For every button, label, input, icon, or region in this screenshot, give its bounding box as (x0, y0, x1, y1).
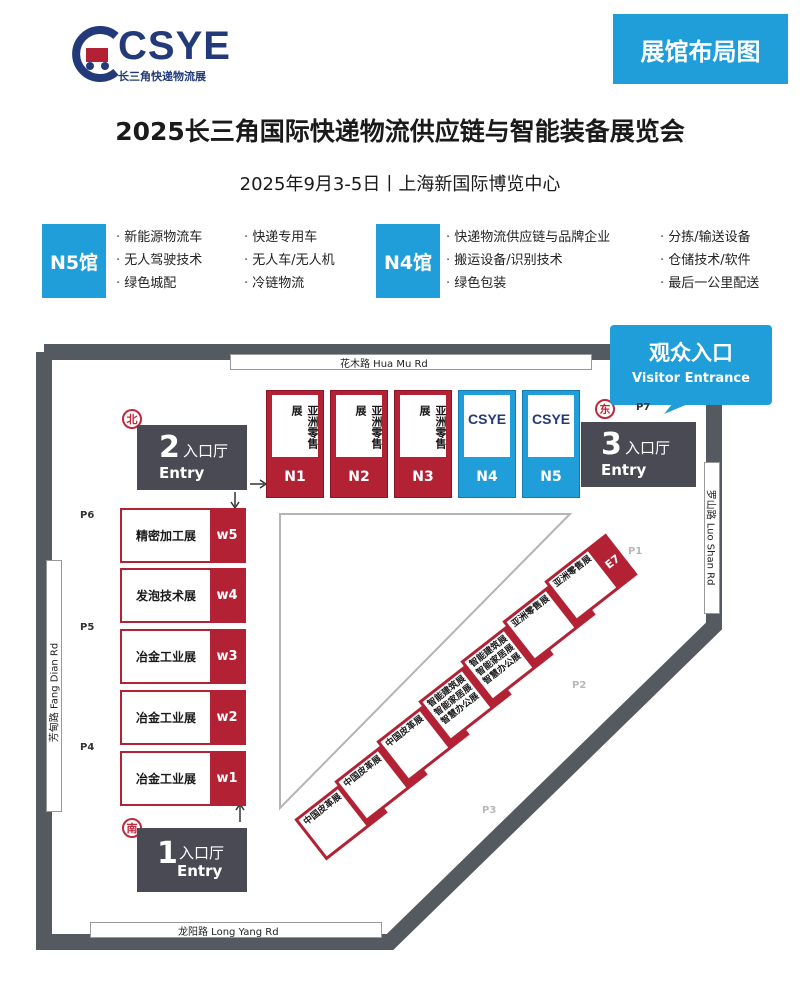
booth-label: 冶金工业展 (136, 772, 197, 786)
booth-logo: CSYE (532, 411, 571, 427)
entrance-2[interactable]: 2 入口厅 Entry (137, 425, 247, 490)
layout-badge: 展馆布局图 (613, 14, 788, 84)
road-south-label: 龙阳路 Long Yang Rd (178, 927, 279, 938)
parking-p1: P1 (628, 546, 643, 557)
booth-logo: CSYE (468, 411, 507, 427)
hall-n5-category: 无人驾驶技术 (116, 249, 202, 272)
entrance-en-label: Entry (177, 862, 223, 880)
entrance-en-label: Entry (601, 461, 647, 479)
booth-n5[interactable]: CSYE N5 (522, 390, 580, 498)
booth-code: w5 (210, 510, 244, 561)
entrance-1[interactable]: 1 入口厅 Entry (137, 828, 247, 892)
hall-n5-badge: N5馆 (42, 224, 106, 298)
hall-n5-category: 快递专用车 (244, 226, 317, 249)
hall-n5-category: 绿色城配 (116, 272, 176, 295)
booth-w3[interactable]: 冶金工业展 w3 (120, 629, 246, 684)
booth-label: 亚洲零售展 (354, 405, 383, 449)
direction-north-marker: 北 (122, 409, 142, 429)
entrance-number: 2 (159, 430, 180, 465)
logo-text: CSYE (118, 24, 231, 68)
entrance-en-label: Entry (159, 464, 205, 482)
booth-n4[interactable]: CSYE N4 (458, 390, 516, 498)
booth-n2[interactable]: 亚洲零售展 N2 (330, 390, 388, 498)
direction-east-marker: 东 (595, 399, 615, 419)
booth-label: 亚洲零售展 (290, 405, 319, 449)
booth-code: N2 (348, 469, 370, 485)
booth-label: 冶金工业展 (136, 650, 197, 664)
entrance-number: 3 (601, 427, 622, 462)
road-north-label: 花木路 Hua Mu Rd (340, 359, 428, 370)
logo (72, 26, 122, 82)
booth-code: N3 (412, 469, 434, 485)
booth-n1[interactable]: 亚洲零售展 N1 (266, 390, 324, 498)
entrance-cn-label: 入口厅 (183, 442, 229, 460)
booth-label: 发泡技术展 (136, 589, 197, 603)
booth-code: w1 (210, 753, 244, 804)
booth-n3[interactable]: 亚洲零售展 N3 (394, 390, 452, 498)
booth-code: N5 (540, 469, 562, 485)
booth-w1[interactable]: 冶金工业展 w1 (120, 751, 246, 806)
entrance-number: 1 (157, 836, 178, 871)
booth-w4[interactable]: 发泡技术展 w4 (120, 568, 246, 623)
visitor-arrow-icon (664, 392, 688, 414)
page-subtitle: 2025年9月3-5日丨上海新国际博览中心 (239, 174, 561, 195)
parking-p4: P4 (80, 742, 95, 753)
parking-p6: P6 (80, 510, 95, 521)
parking-p5: P5 (80, 622, 95, 633)
hall-n4-category: 最后一公里配送 (660, 272, 759, 295)
booth-w5[interactable]: 精密加工展 w5 (120, 508, 246, 563)
booth-code: w2 (210, 692, 244, 743)
booth-code: w3 (210, 631, 244, 682)
booth-code: w4 (210, 570, 244, 621)
visitor-entrance-callout[interactable]: 观众入口 Visitor Entrance (610, 325, 772, 405)
booth-label: 精密加工展 (136, 529, 197, 543)
booth-label: 亚洲零售展 (418, 405, 447, 449)
road-east-label: 罗山路 Luo Shan Rd (704, 489, 716, 586)
hall-n4-category: 仓储技术/软件 (660, 249, 750, 272)
parking-p7: P7 (636, 402, 651, 413)
visitor-entrance-cn: 观众入口 (649, 341, 733, 365)
road-south-strip (90, 922, 382, 938)
hall-n5-category: 无人车/无人机 (244, 249, 334, 272)
hall-n4-category: 快递物流供应链与品牌企业 (446, 226, 610, 249)
parking-p2: P2 (572, 680, 587, 691)
hall-n5-category: 新能源物流车 (116, 226, 202, 249)
road-east-strip (704, 462, 720, 614)
road-north-strip (230, 354, 592, 370)
logo-subtitle: 长三角快递物流展 (118, 70, 206, 83)
hall-n5-category: 冷链物流 (244, 272, 304, 295)
visitor-entrance-en: Visitor Entrance (632, 371, 750, 386)
booth-w2[interactable]: 冶金工业展 w2 (120, 690, 246, 745)
entrance-cn-label: 入口厅 (625, 439, 671, 457)
parking-p3: P3 (482, 805, 497, 816)
road-west-strip (46, 560, 62, 812)
hall-n4-badge: N4馆 (376, 224, 440, 298)
entrance-cn-label: 入口厅 (179, 844, 225, 862)
hall-n4-category: 绿色包装 (446, 272, 506, 295)
booth-code: N1 (284, 469, 306, 485)
booth-label: 冶金工业展 (136, 711, 197, 725)
entrance-3[interactable]: 3 入口厅 Entry (581, 422, 696, 487)
hall-n4-category: 分拣/输送设备 (660, 226, 750, 249)
booth-code: N4 (476, 469, 498, 485)
road-west-label: 芳甸路 Fang Dian Rd (49, 642, 61, 743)
hall-n4-category: 搬运设备/识别技术 (446, 249, 562, 272)
page-title: 2025长三角国际快递物流供应链与智能装备展览会 (115, 117, 685, 146)
